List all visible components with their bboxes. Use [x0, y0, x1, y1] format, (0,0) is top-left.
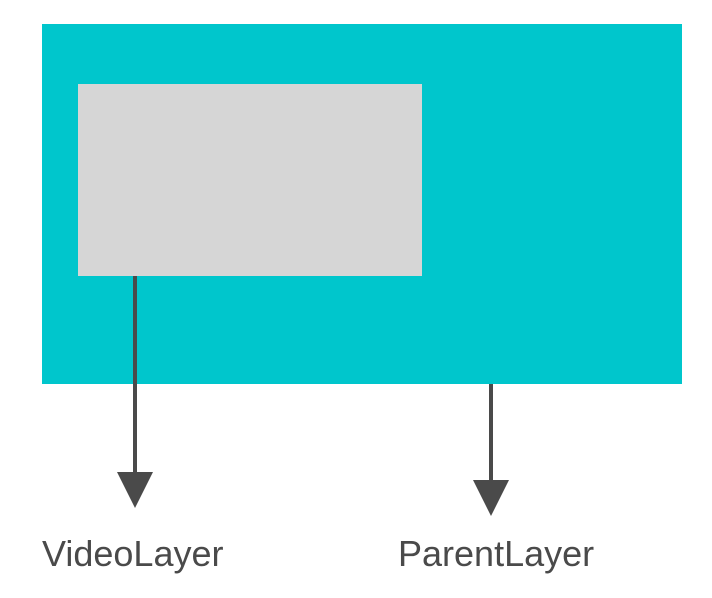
parent-layer-arrowhead — [473, 480, 509, 516]
video-layer-label: VideoLayer — [42, 533, 224, 574]
video-layer-box — [78, 84, 422, 276]
parent-layer-label: ParentLayer — [398, 533, 595, 574]
video-layer-arrowhead — [117, 472, 153, 508]
